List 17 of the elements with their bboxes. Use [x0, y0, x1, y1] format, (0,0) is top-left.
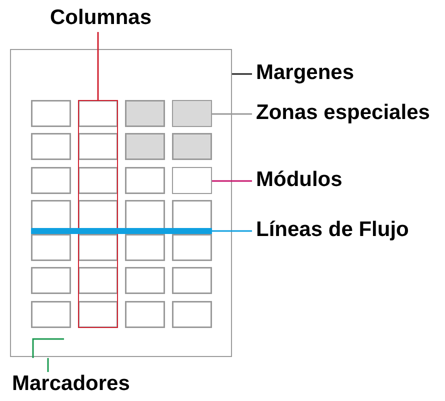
column-outline	[78, 100, 118, 328]
leader-line	[212, 230, 252, 232]
leader-line	[212, 113, 252, 115]
page-frame	[10, 49, 232, 357]
callout-label: Margenes	[256, 61, 354, 85]
leader-line	[232, 73, 252, 75]
leader-line	[47, 358, 49, 372]
leader-line	[212, 180, 252, 182]
callout-label: Zonas especiales	[256, 101, 430, 125]
leader-line	[97, 32, 99, 100]
callout-label: Marcadores	[12, 372, 130, 396]
grid-module	[172, 167, 212, 194]
corner-marker	[32, 338, 64, 358]
callout-label: Módulos	[256, 168, 342, 192]
callout-label: Columnas	[50, 6, 152, 30]
special-zone-module	[172, 100, 212, 127]
callout-label: Líneas de Flujo	[256, 218, 409, 242]
